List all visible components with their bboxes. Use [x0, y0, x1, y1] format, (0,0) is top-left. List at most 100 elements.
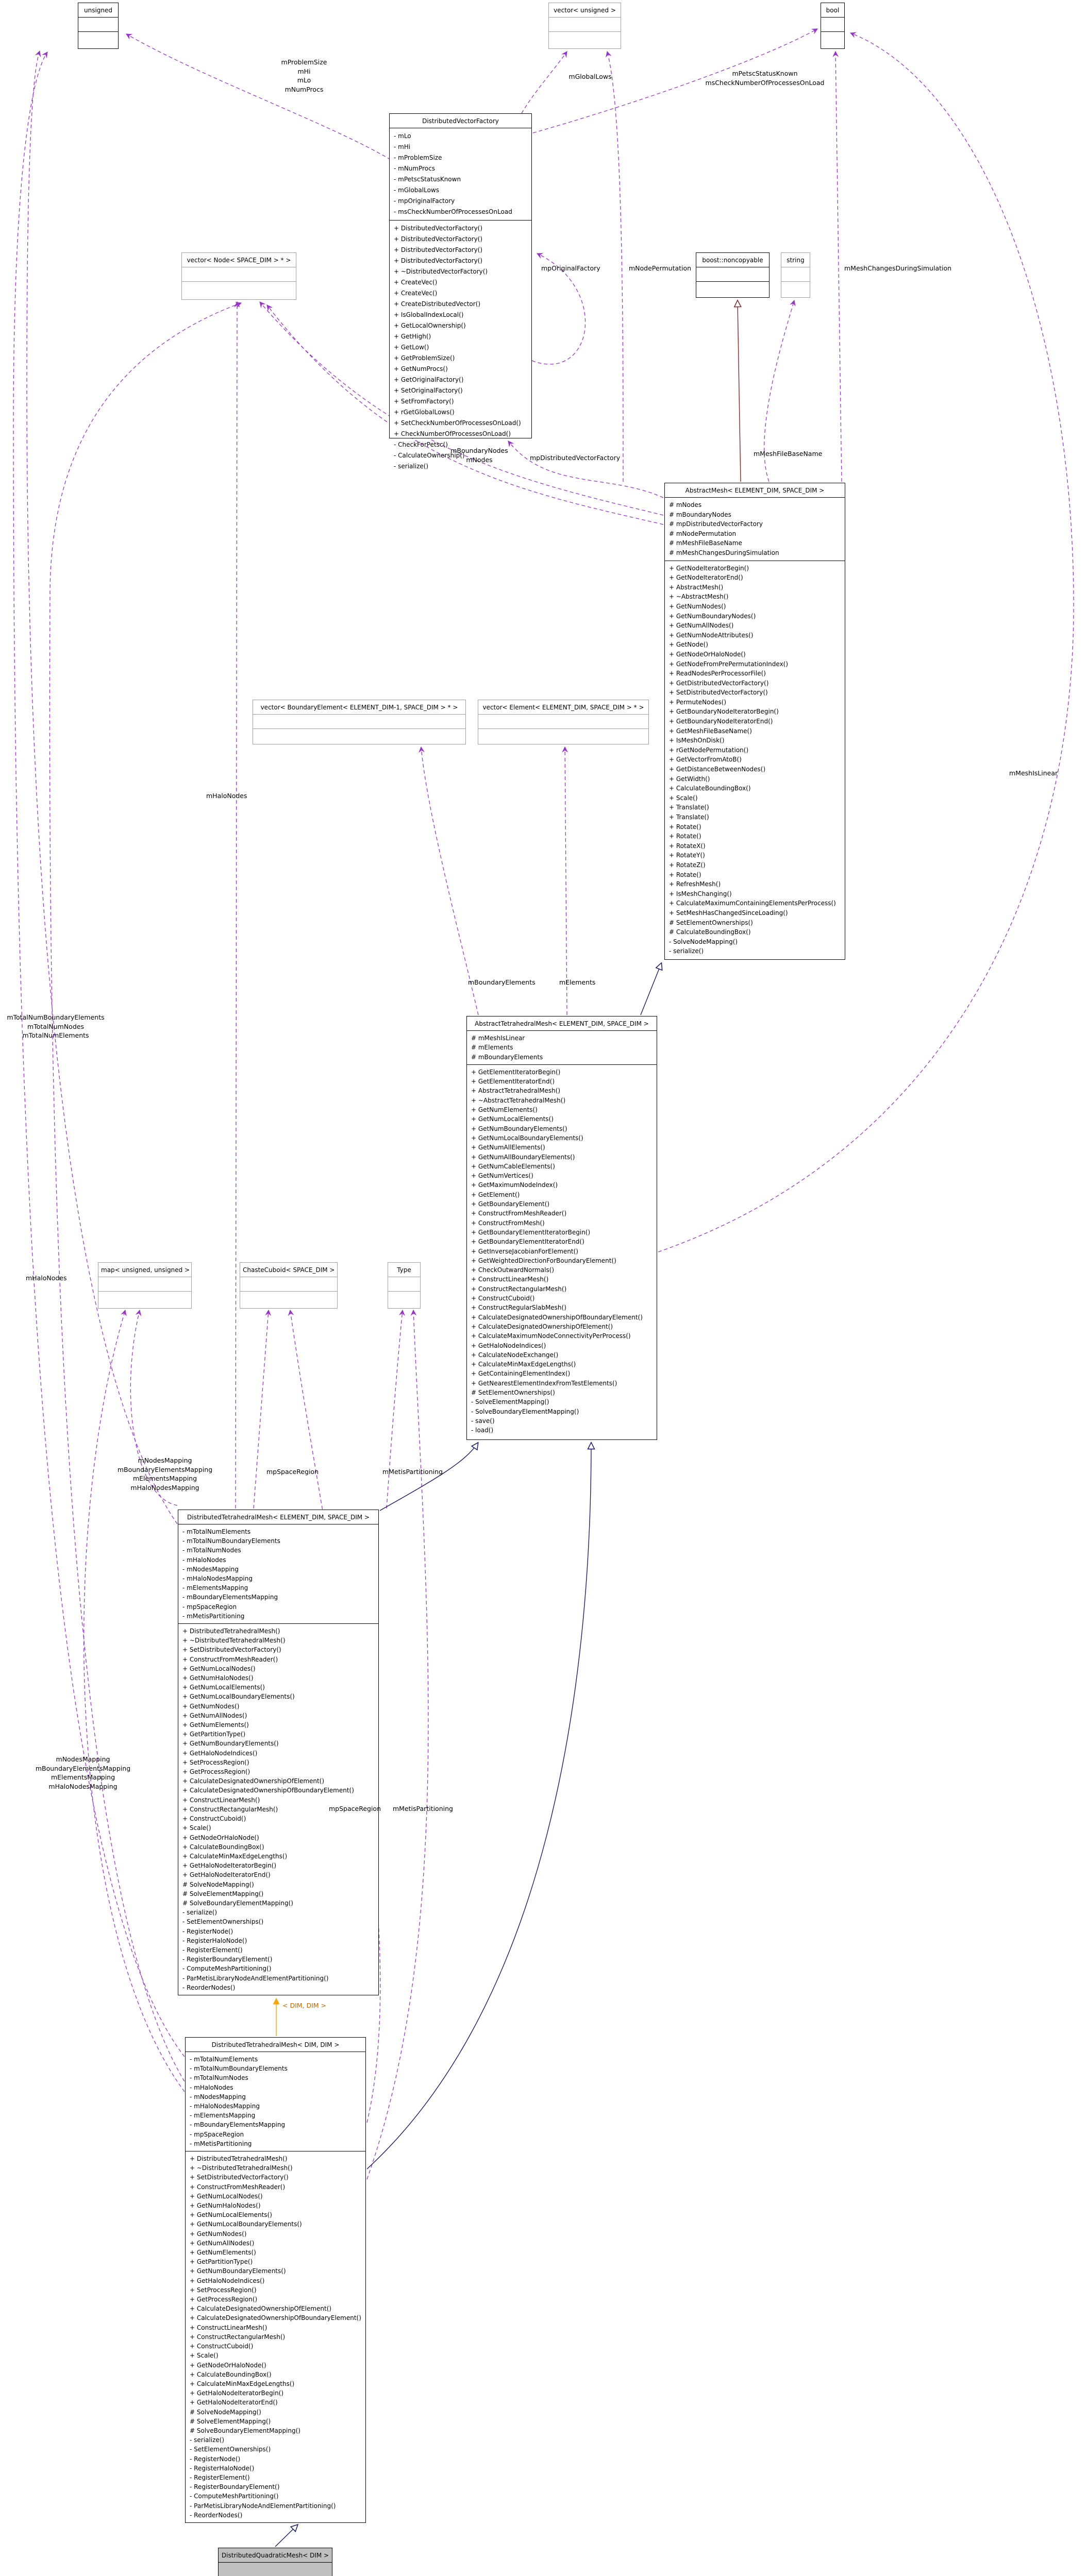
- class-box-boost: boost::noncopyable: [696, 252, 770, 298]
- empty-compartment: [821, 17, 844, 31]
- attribute-row: # mNodePermutation: [669, 530, 737, 537]
- method-row: + GetWidth(): [669, 775, 710, 783]
- method-row: + SetProcessRegion(): [190, 2286, 257, 2294]
- class-title-am[interactable]: AbstractMesh< ELEMENT_DIM, SPACE_DIM >: [685, 487, 825, 494]
- attribute-row: - mProblemSize: [394, 154, 442, 161]
- method-row: - RegisterNode(): [182, 1927, 233, 1935]
- edge-am-to-vecnode-nodes: [259, 301, 664, 516]
- method-row: # SolveNodeMapping(): [182, 1880, 254, 1888]
- method-row: + SetOriginalFactory(): [394, 387, 463, 394]
- method-row: + RefreshMesh(): [669, 880, 721, 888]
- attribute-row: - mBoundaryElementsMapping: [182, 1594, 278, 1601]
- method-row: - SolveElementMapping(): [471, 1398, 549, 1406]
- method-row: + ~AbstractTetrahedralMesh(): [471, 1096, 566, 1104]
- class-title-dtm1[interactable]: DistributedTetrahedralMesh< ELEMENT_DIM,…: [187, 1514, 370, 1521]
- method-row: + GetNodeOrHaloNode(): [190, 2361, 266, 2369]
- class-title-cuboid[interactable]: ChasteCuboid< SPACE_DIM >: [243, 1266, 335, 1274]
- method-row: # SetElementOwnerships(): [669, 919, 753, 926]
- attributes-compartment: # mMeshIsLinear# mElements# mBoundaryEle…: [467, 1030, 657, 1064]
- attribute-row: - mHaloNodes: [182, 1556, 226, 1564]
- class-box-string: string: [781, 252, 810, 298]
- method-row: + GetNumElements(): [471, 1106, 538, 1114]
- method-row: + GetContainingElementIndex(): [471, 1370, 571, 1378]
- method-row: + CalculateBoundingBox(): [182, 1843, 264, 1851]
- method-row: + AbstractTetrahedralMesh(): [471, 1087, 561, 1095]
- empty-compartment: [98, 1277, 191, 1291]
- edge-dvf-to-vector-unsigned: [521, 51, 567, 114]
- class-box-dtm2[interactable]: DistributedTetrahedralMesh< DIM, DIM > - …: [185, 2037, 366, 2523]
- method-row: + GetPartitionType(): [190, 2258, 253, 2266]
- class-box-atm[interactable]: AbstractTetrahedralMesh< ELEMENT_DIM, SP…: [466, 1016, 657, 1440]
- method-row: + GetBoundaryElementIteratorEnd(): [471, 1238, 584, 1246]
- class-box-vector_unsigned: vector< unsigned >: [548, 3, 621, 49]
- edge-label-line: mTotalNumElements: [22, 1031, 89, 1039]
- class-box-unsigned: unsigned: [78, 3, 119, 49]
- method-row: + GetHaloNodeIteratorBegin(): [190, 2389, 284, 2397]
- method-row: + CalculateMinMaxEdgeLengths(): [190, 2380, 295, 2387]
- edge-am-to-string: [764, 299, 796, 482]
- edge-label-line: mElementsMapping: [51, 1773, 115, 1781]
- class-title-atm[interactable]: AbstractTetrahedralMesh< ELEMENT_DIM, SP…: [475, 1020, 649, 1027]
- method-row: - SolveBoundaryElementMapping(): [471, 1408, 579, 1415]
- methods-compartment: + DistributedTetrahedralMesh()+ ~Distrib…: [178, 1623, 378, 1995]
- class-box-dvf[interactable]: DistributedVectorFactory - mLo- mHi- mPro…: [389, 113, 532, 470]
- class-box-vec_node: vector< Node< SPACE_DIM > * >: [181, 252, 296, 300]
- attributes-compartment: - mLo- mHi- mProblemSize- mNumProcs- mPe…: [390, 128, 531, 220]
- method-row: + CreateVec(): [394, 290, 438, 297]
- class-title-dqm[interactable]: DistributedQuadraticMesh< DIM >: [221, 2552, 329, 2559]
- edge-dvf-self-originalfactory: [531, 253, 586, 365]
- class-title-type: Type: [397, 1266, 411, 1274]
- method-row: + Rotate(): [669, 871, 701, 878]
- method-row: + GetNearestElementIndexFromTestElements…: [471, 1379, 617, 1387]
- method-row: + CalculateMinMaxEdgeLengths(): [471, 1361, 576, 1368]
- attribute-row: - mLo: [394, 132, 411, 140]
- method-row: # SolveElementMapping(): [182, 1890, 264, 1897]
- attribute-row: - mNodesMapping: [182, 1565, 239, 1573]
- method-row: + CreateVec(): [394, 279, 438, 286]
- edge-label-line: mGlobalLows: [568, 73, 612, 80]
- class-title-boost: boost::noncopyable: [702, 257, 763, 264]
- edge-dtm1-to-vecnode-halo: [234, 301, 240, 1509]
- method-row: + GetNumLocalBoundaryElements(): [182, 1693, 295, 1701]
- method-row: + GetHaloNodeIteratorEnd(): [190, 2399, 278, 2406]
- method-row: + CalculateBoundingBox(): [190, 2370, 272, 2378]
- class-title-dvf[interactable]: DistributedVectorFactory: [422, 117, 499, 125]
- method-row: + CalculateDesignatedOwnershipOfBoundary…: [471, 1313, 643, 1321]
- attribute-row: - mpSpaceRegion: [190, 2130, 244, 2138]
- method-row: - ComputeMeshPartitioning(): [182, 1965, 272, 1973]
- class-box-dqm[interactable]: DistributedQuadraticMesh< DIM >+ Distrib…: [218, 2548, 332, 2576]
- attributes-compartment: # mNodes# mBoundaryNodes# mpDistributedV…: [665, 497, 845, 561]
- class-box-cuboid[interactable]: ChasteCuboid< SPACE_DIM >: [240, 1262, 338, 1309]
- method-row: # SolveBoundaryElementMapping(): [190, 2427, 300, 2434]
- attribute-row: - mTotalNumNodes: [182, 1547, 241, 1554]
- method-row: + GetBoundaryElementIteratorBegin(): [471, 1228, 591, 1236]
- class-title-dtm2[interactable]: DistributedTetrahedralMesh< DIM, DIM >: [211, 2041, 340, 2048]
- method-row: + GetProblemSize(): [394, 354, 455, 362]
- class-box-dtm1[interactable]: DistributedTetrahedralMesh< ELEMENT_DIM,…: [178, 1510, 379, 1995]
- method-row: + GetNumLocalElements(): [182, 1684, 265, 1691]
- attribute-row: - mpSpaceRegion: [182, 1603, 237, 1611]
- method-row: + CalculateDesignatedOwnershipOfElement(…: [190, 2305, 332, 2313]
- method-row: + GetElementIteratorBegin(): [471, 1068, 561, 1076]
- empty-compartment: [78, 17, 118, 31]
- attribute-row: - mMetisPartitioning: [190, 2140, 252, 2147]
- method-row: + GetNodeFromPrePermutationIndex(): [669, 660, 789, 668]
- empty-compartment: [781, 281, 810, 296]
- attribute-row: # mMeshChangesDuringSimulation: [669, 549, 779, 556]
- method-row: + GetHaloNodeIteratorBegin(): [182, 1862, 277, 1870]
- edge-dtm1-inherits-atm: [379, 1443, 478, 1511]
- method-row: + CalculateMaximumContainingElementsPerP…: [669, 900, 836, 907]
- edge-label-line: mHaloNodesMapping: [48, 1782, 118, 1790]
- edge-label-line: mNodes: [466, 455, 493, 464]
- class-box-am[interactable]: AbstractMesh< ELEMENT_DIM, SPACE_DIM > # …: [664, 483, 845, 960]
- lbl-mhalonodes-left: mHaloNodes: [26, 1274, 67, 1283]
- method-row: - serialize(): [669, 947, 704, 955]
- edge-label-line: mMetisPartitioning: [382, 1468, 443, 1476]
- class-title-string: string: [787, 257, 805, 264]
- method-row: + GetNumNodes(): [190, 2230, 247, 2238]
- method-row: - RegisterElement(): [182, 1946, 243, 1954]
- method-row: + GetBoundaryNodeIteratorBegin(): [669, 708, 779, 716]
- method-row: - load(): [471, 1427, 494, 1434]
- method-row: + Translate(): [669, 804, 709, 811]
